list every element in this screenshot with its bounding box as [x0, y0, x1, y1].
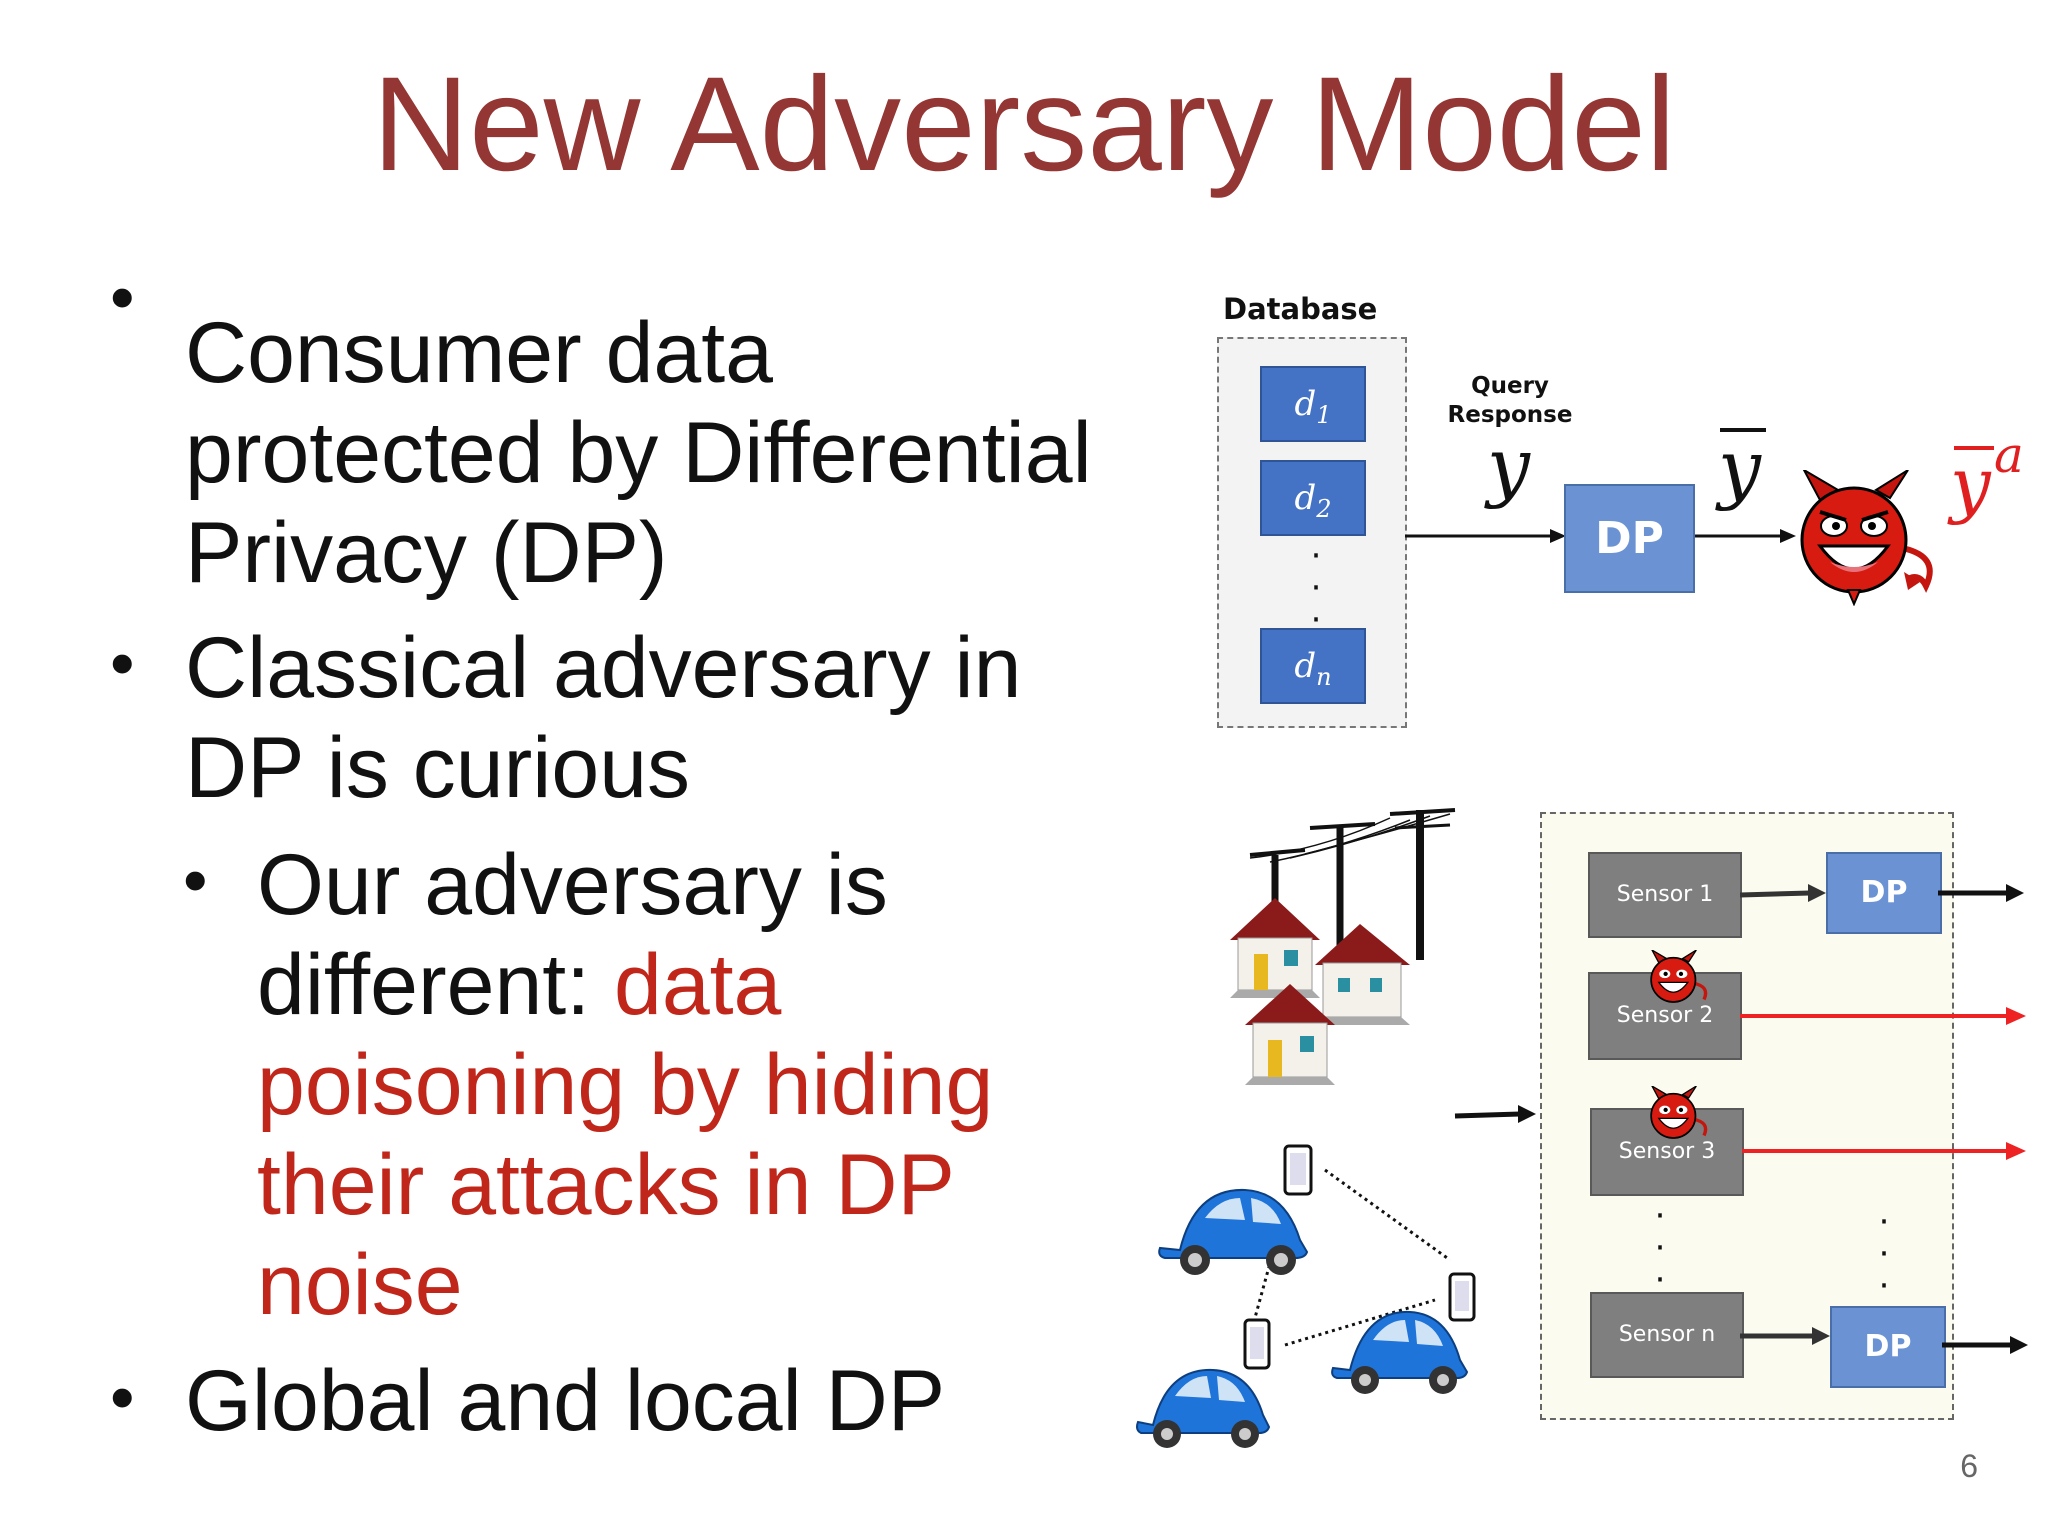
slide-title: New Adversary Model [372, 50, 1676, 199]
house-1 [1230, 898, 1320, 998]
y-bar-overline [1720, 428, 1766, 432]
sensor-3-devil-icon [1650, 1086, 1708, 1139]
phone-icon [1243, 1318, 1271, 1370]
bullet-2-line-1: Classical adversary in [185, 620, 1022, 716]
sub-bullet-red-line-3: noise [257, 1237, 463, 1333]
record-dn: dn [1260, 628, 1366, 704]
dp-ellipsis: ··· [1878, 1202, 1890, 1306]
y-bar-a-overline [1954, 446, 1994, 450]
record-d1: d1 [1260, 366, 1366, 442]
bullet-1-line-2: protected by Differential [185, 405, 1092, 501]
sensor-1: Sensor 1 [1588, 852, 1742, 938]
sensor-2-devil-icon [1650, 950, 1708, 1003]
sensor-2-attack-arrow [1740, 1007, 2026, 1025]
record-d2: d2 [1260, 460, 1366, 536]
bullet-dot: • [110, 258, 135, 336]
sub-bullet-dot: • [183, 841, 208, 919]
sensor-n: Sensor n [1590, 1292, 1744, 1378]
bullet-1-line-1: Consumer data [185, 305, 773, 401]
bullet-2-line-2: DP is curious [185, 720, 691, 816]
y-bar-a-symbol: y [1950, 442, 1991, 526]
input-arrow [1454, 1105, 1536, 1123]
sub-bullet-line-2-red: data [613, 937, 782, 1033]
y-bar-symbol: y [1718, 423, 1761, 512]
bullet-1-line-3: Privacy (DP) [185, 505, 668, 601]
a-superscript: a [1994, 426, 2024, 484]
sub-bullet-line-1: Our adversary is [257, 837, 888, 933]
bullet-dot: • [110, 1358, 135, 1436]
car-icon [1331, 1310, 1469, 1394]
sensor-3-attack-arrow [1742, 1142, 2026, 1160]
vehicle-network-illustration [1136, 1144, 1476, 1448]
sensors-ellipsis: ··· [1654, 1196, 1666, 1300]
phone-icon [1283, 1144, 1313, 1196]
records-ellipsis: ··· [1310, 536, 1322, 640]
global-dp-box: DP [1564, 484, 1695, 593]
sensor-n-to-dp-arrow [1740, 1327, 1830, 1345]
car-icon [1136, 1368, 1271, 1448]
car-icon [1158, 1188, 1309, 1275]
sub-bullet-line-2: different: data [257, 942, 781, 1028]
query-response-label: Query Response [1440, 372, 1580, 430]
dp-n-output-arrow [1942, 1336, 2028, 1354]
bullet-3-line-1: Global and local DP [185, 1353, 946, 1449]
response-label: Response [1447, 401, 1573, 428]
query-arrow [1405, 529, 1566, 543]
sub-bullet-red-line-1: poisoning by hiding [257, 1037, 994, 1133]
smart-grid-houses-illustration [1230, 808, 1456, 1085]
query-label: Query [1471, 373, 1549, 399]
adversary-devil-icon [1800, 470, 1933, 606]
y-symbol: y [1487, 421, 1530, 510]
sensor-1-to-dp-arrow [1740, 884, 1826, 902]
sub-bullet-red-line-2: their attacks in DP [257, 1137, 955, 1233]
bullet-dot: • [110, 624, 135, 702]
local-dp-1: DP [1826, 852, 1942, 934]
database-label: Database [1223, 292, 1378, 326]
house-3 [1245, 984, 1335, 1085]
phone-icon [1448, 1272, 1476, 1322]
house-2 [1315, 924, 1410, 1025]
network-links [1251, 1168, 1451, 1347]
sub-bullet-line-2-black: different: [257, 937, 614, 1033]
page-number: 6 [1960, 1448, 1978, 1484]
dp-1-output-arrow [1938, 884, 2024, 902]
local-dp-n: DP [1830, 1306, 1946, 1388]
release-arrow [1695, 529, 1796, 543]
